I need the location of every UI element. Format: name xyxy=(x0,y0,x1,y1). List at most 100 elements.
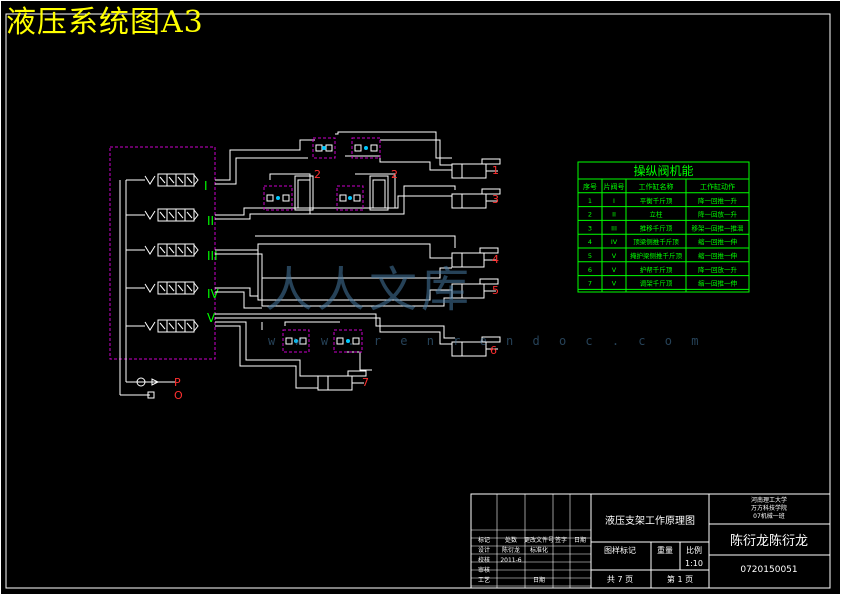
valve-roman-label: V xyxy=(207,311,216,325)
valve-section: II xyxy=(126,208,214,228)
drawing-code: 0720150051 xyxy=(740,565,797,575)
cylinder-icon xyxy=(317,370,367,391)
table-cell: 护帮千斤顶 xyxy=(640,265,673,274)
valve-roman-label: I xyxy=(204,179,208,193)
table-cell: 缩一回推一伸 xyxy=(698,279,738,288)
title-block-cell: 签字 xyxy=(555,536,567,544)
cylinder-icon xyxy=(451,188,501,209)
scale-value: 1:10 xyxy=(685,559,703,568)
table-cell: 1 xyxy=(588,197,592,205)
valve-section: IV xyxy=(126,281,220,301)
table-cell: 2 xyxy=(588,211,592,219)
hydraulic-locks xyxy=(263,137,381,353)
title-block-cell: 审核 xyxy=(478,566,490,574)
valve-roman-label: III xyxy=(207,249,218,263)
hydraulic-lock-icon xyxy=(336,185,364,211)
cylinder-icon xyxy=(451,247,499,268)
tank-icon xyxy=(147,391,155,399)
title-block-cell: 日期 xyxy=(574,536,586,544)
table-cell: I xyxy=(613,197,615,205)
title-block-cell: 日期 xyxy=(533,576,545,584)
hydraulic-lock-icon xyxy=(312,137,336,159)
pipe-network xyxy=(215,131,456,389)
hydraulic-lock-icon xyxy=(282,329,310,353)
watermark-url: w w w . r e n r e n d o c . c o m xyxy=(268,334,705,348)
actuator-number-label: 3 xyxy=(492,193,499,206)
table-cell: V xyxy=(612,252,617,260)
cylinder-icon xyxy=(451,278,499,299)
table-cell: 调架千斤顶 xyxy=(640,279,673,288)
table-cell: IV xyxy=(611,238,618,246)
table-cell: 推移千斤顶 xyxy=(640,223,673,232)
table-cell: 平衡千斤顶 xyxy=(640,196,673,205)
actuator-number-label: 2 xyxy=(314,168,321,181)
table-cell: 移架一回推一推溜 xyxy=(692,223,745,232)
table-header-cell: 工作缸名称 xyxy=(639,182,674,191)
cylinders xyxy=(317,158,501,391)
title-block-cell: 设计 xyxy=(478,546,490,554)
pressure-label: P xyxy=(174,376,181,389)
weight-label: 重量 xyxy=(657,545,673,555)
valve-group-box xyxy=(109,146,216,360)
actuator-number-label: 6 xyxy=(490,344,497,357)
table-cell: 6 xyxy=(588,266,592,274)
table-cell: 4 xyxy=(588,238,592,246)
table-cell: V xyxy=(612,280,617,288)
valve-section: III xyxy=(126,243,218,263)
hydraulic-lock-icon xyxy=(263,185,293,211)
actuator-number-label: 1 xyxy=(492,164,499,177)
title-block-cell: 校核 xyxy=(478,556,490,564)
table-cell: 降一回放一升 xyxy=(698,265,738,274)
actuator-number-label: 2 xyxy=(391,168,398,181)
actuator-number-label: 4 xyxy=(492,253,499,266)
return-label: O xyxy=(174,389,183,402)
table-cell: 7 xyxy=(588,280,592,288)
total-sheets: 共 7 页 xyxy=(607,575,633,584)
title-block: 液压支架工作原理图河南理工大学万方科技学院07机械一班陈衍龙陈衍龙0720150… xyxy=(470,493,831,589)
title-block-cell: 更改文件号 xyxy=(524,536,554,544)
title-block-cell: 陈衍龙 xyxy=(502,546,520,554)
actuator-numbers: 1 2 3 4 5 6 7 2 xyxy=(314,164,499,389)
school-line: 07机械一班 xyxy=(753,512,785,520)
valve-roman-label: II xyxy=(207,214,214,228)
cylinder-icon xyxy=(451,336,501,357)
scale-label: 比例 xyxy=(686,545,702,555)
school-line: 河南理工大学 xyxy=(751,496,787,504)
table-cell: 缩一回推一伸 xyxy=(698,237,738,246)
table-cell: 缩一回推一伸 xyxy=(698,251,738,260)
table-cell: 3 xyxy=(588,224,592,232)
title-block-cell: 工艺 xyxy=(478,576,490,584)
sheet-number: 第 1 页 xyxy=(667,574,693,584)
date-value: 2011-6 xyxy=(500,557,521,564)
supply-symbols xyxy=(136,377,160,399)
manifold-lines xyxy=(119,180,175,396)
table-frame xyxy=(577,161,750,293)
table-cell: 掩护梁侧推千斤顶 xyxy=(630,251,683,260)
valve-section: I xyxy=(126,173,208,193)
table-cell: V xyxy=(612,266,617,274)
actuator-number-label: 5 xyxy=(492,284,499,297)
drawing-name: 液压支架工作原理图 xyxy=(605,514,695,527)
table-title: 操纵阀机能 xyxy=(633,163,693,178)
table-cell: 降一回放一升 xyxy=(698,210,738,219)
check-valve-icon xyxy=(151,378,160,386)
title-block-cell: 标准化 xyxy=(530,546,548,554)
school-line: 万方科技学院 xyxy=(751,504,787,512)
watermark-brand: 人人文库 xyxy=(265,262,474,318)
table-header-cell: 序号 xyxy=(583,182,597,191)
table-header-cell: 工作缸动作 xyxy=(700,182,735,191)
table-cell: 5 xyxy=(588,252,592,260)
table-header-cell: 片阀号 xyxy=(604,182,625,191)
table-cell: II xyxy=(612,211,616,219)
stage-label: 图样标记 xyxy=(604,545,636,555)
actuator-number-label: 7 xyxy=(362,376,369,389)
column-cylinders xyxy=(294,175,389,211)
valve-roman-label: IV xyxy=(207,287,220,301)
inner-frame xyxy=(5,13,831,589)
title-block-cell: 标记 xyxy=(478,536,490,544)
table-cell: 顶梁侧推千斤顶 xyxy=(633,237,679,246)
hydraulic-lock-icon xyxy=(333,329,363,353)
valve-section: V xyxy=(126,311,216,333)
table-cell: III xyxy=(611,224,617,232)
